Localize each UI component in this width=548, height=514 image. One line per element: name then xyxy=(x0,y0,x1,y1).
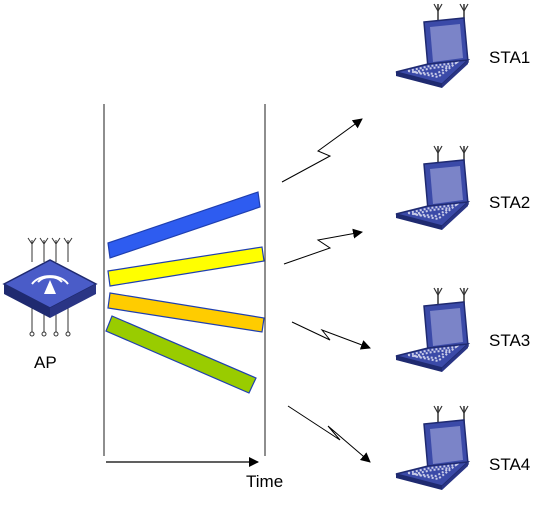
time-label: Time xyxy=(246,472,283,491)
ap-label: AP xyxy=(34,353,57,372)
laptop-icon xyxy=(395,3,469,89)
ap-device: AP xyxy=(2,237,98,372)
wireless-access-point-icon xyxy=(2,237,98,337)
signal-arrows xyxy=(281,118,371,463)
laptop-icon xyxy=(395,287,469,373)
frame-sta3 xyxy=(107,292,265,333)
station-label: STA4 xyxy=(489,455,530,474)
station-label: STA1 xyxy=(489,48,530,67)
signal-arrow-sta3 xyxy=(291,321,371,350)
station-sta1: STA1 xyxy=(395,3,530,89)
laptop-icon xyxy=(395,145,469,231)
station-sta2: STA2 xyxy=(395,145,530,231)
station-label: STA3 xyxy=(489,331,530,350)
frame-sta2 xyxy=(107,246,265,287)
station-sta4: STA4 xyxy=(395,405,530,491)
laptop-icon xyxy=(395,405,469,491)
frame-sta4 xyxy=(105,315,257,394)
frames xyxy=(105,191,265,394)
time-axis: Time xyxy=(103,104,283,491)
signal-arrow-sta4 xyxy=(287,405,371,463)
station-label: STA2 xyxy=(489,193,530,212)
station-sta3: STA3 xyxy=(395,287,530,373)
signal-arrow-sta2 xyxy=(283,228,363,265)
signal-arrow-sta1 xyxy=(281,118,363,183)
frame-sta1 xyxy=(107,191,261,259)
